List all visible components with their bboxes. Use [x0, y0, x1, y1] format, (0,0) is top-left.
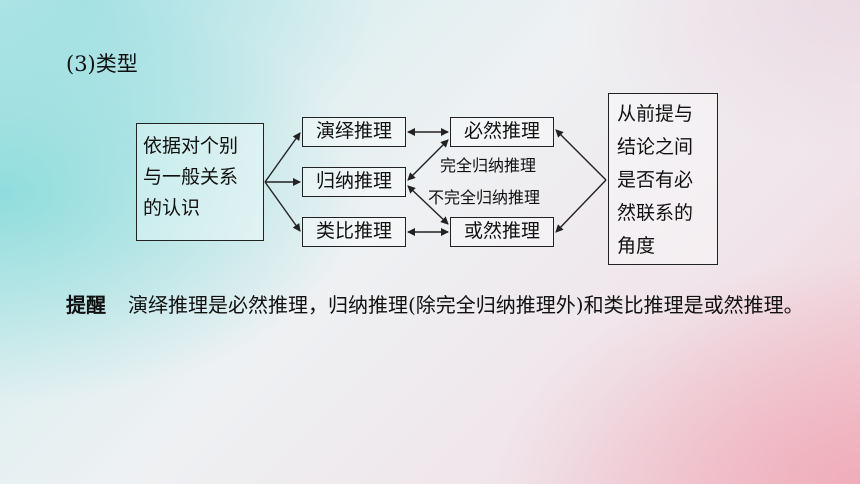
arrow-induction-necessary [407, 139, 449, 181]
source-line: 与一般关系 [143, 166, 239, 188]
perspective-line: 角度 [617, 235, 656, 257]
perspective-line: 是否有必 [617, 169, 694, 191]
arrow-perspective-plausible [555, 179, 607, 233]
source-line: 依据对个别 [143, 135, 239, 157]
perspective-line: 从前提与 [617, 103, 694, 125]
necessary-reasoning-box: 必然推理 [450, 117, 554, 147]
complete-induction-label: 完全归纳推理 [440, 156, 537, 175]
plausible-reasoning-box: 或然推理 [450, 217, 554, 247]
arrow-source-to-analogy [264, 181, 301, 232]
arrow-source-to-deduction [264, 132, 301, 183]
reminder-tag: 提醒 [66, 293, 106, 317]
perspective-box: 从前提与 结论之间 是否有必 然联系的 角度 [608, 93, 718, 265]
perspective-line: 结论之间 [617, 136, 694, 158]
source-box: 依据对个别 与一般关系 的认识 [136, 123, 264, 241]
deduction-box: 演绎推理 [302, 117, 406, 147]
section-heading: (3)类型 [66, 52, 138, 76]
reminder-text: 演绎推理是必然推理，归纳推理(除完全归纳推理外)和类比推理是或然推理。 [128, 293, 804, 317]
perspective-line: 然联系的 [617, 202, 694, 224]
incomplete-induction-label: 不完全归纳推理 [428, 188, 541, 207]
arrow-induction-plausible [407, 185, 449, 225]
analogy-box: 类比推理 [302, 217, 406, 247]
source-line: 的认识 [143, 197, 201, 219]
induction-box: 归纳推理 [302, 167, 406, 197]
reminder-note: 提醒演绎推理是必然推理，归纳推理(除完全归纳推理外)和类比推理是或然推理。 [46, 290, 826, 320]
arrow-perspective-necessary [555, 129, 607, 181]
